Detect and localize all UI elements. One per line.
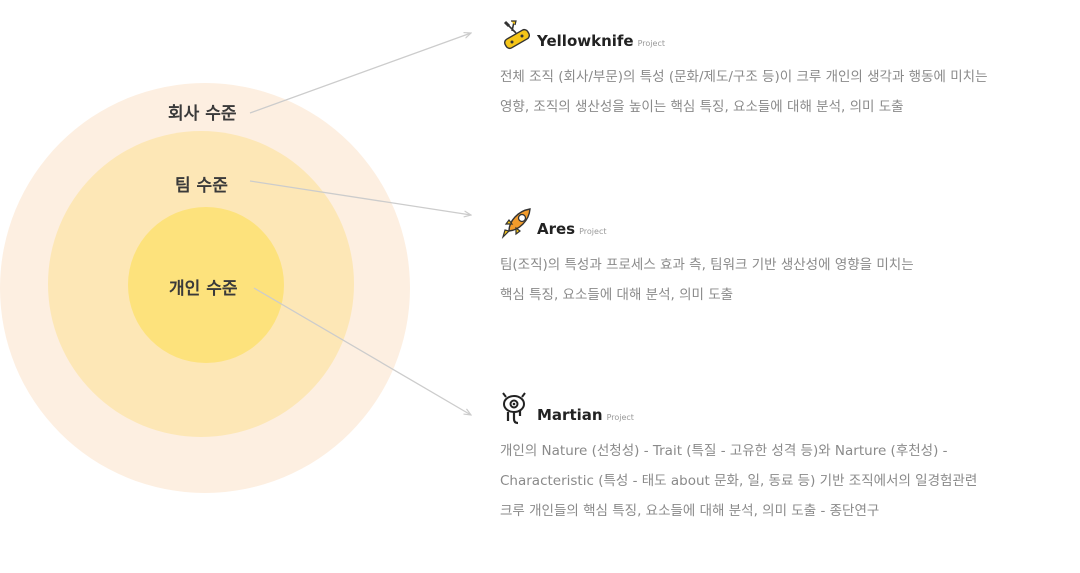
company-level-label: 회사 수준	[168, 104, 237, 124]
description-line: 크루 개인들의 핵심 특징, 요소들에 대해 분석, 의미 도출 - 종단연구	[500, 503, 880, 519]
description-line: 핵심 특징, 요소들에 대해 분석, 의미 도출	[500, 287, 734, 303]
project-description: 개인의 Nature (선청성) - Trait (특질 - 고유한 성격 등)…	[500, 436, 1075, 526]
martian-icon	[502, 392, 526, 425]
description-line: 영향, 조직의 생산성을 높이는 핵심 특징, 요소들에 대해 분석, 의미 도…	[500, 99, 904, 115]
project-tag: Project	[579, 227, 607, 236]
description-line: 팀(조직)의 특성과 프로세스 효과 측, 팀워크 기반 생산성에 영향을 미치…	[500, 257, 914, 273]
project-description: 전체 조직 (회사/부문)의 특성 (문화/제도/구조 등)이 크루 개인의 생…	[500, 62, 1075, 122]
team-level-label: 팀 수준	[175, 176, 228, 196]
description-line: Characteristic (특성 - 태도 about 문화, 일, 동료 …	[500, 473, 978, 489]
individual-level-label: 개인 수준	[169, 279, 238, 299]
project-tag: Project	[637, 39, 665, 48]
project-name: Martian	[537, 406, 603, 424]
yellowknife-project: Yellowknife Project 전체 조직 (회사/부문)의 특성 (문…	[500, 14, 1075, 122]
description-line: 개인의 Nature (선청성) - Trait (특질 - 고유한 성격 등)…	[500, 443, 948, 459]
project-name: Yellowknife	[537, 32, 634, 50]
project-description: 팀(조직)의 특성과 프로세스 효과 측, 팀워크 기반 생산성에 영향을 미치…	[500, 250, 1075, 310]
ares-project: Ares Project 팀(조직)의 특성과 프로세스 효과 측, 팀워크 기…	[500, 202, 1075, 310]
project-tag: Project	[606, 413, 634, 422]
description-line: 전체 조직 (회사/부문)의 특성 (문화/제도/구조 등)이 크루 개인의 생…	[500, 69, 988, 85]
project-header: Martian Project	[500, 388, 1075, 426]
project-header: Ares Project	[500, 202, 1075, 240]
swiss-knife-icon	[503, 20, 530, 50]
project-name: Ares	[537, 220, 576, 238]
project-header: Yellowknife Project	[500, 14, 1075, 52]
martian-project: Martian Project 개인의 Nature (선청성) - Trait…	[500, 388, 1075, 526]
rocket-icon	[501, 208, 531, 240]
